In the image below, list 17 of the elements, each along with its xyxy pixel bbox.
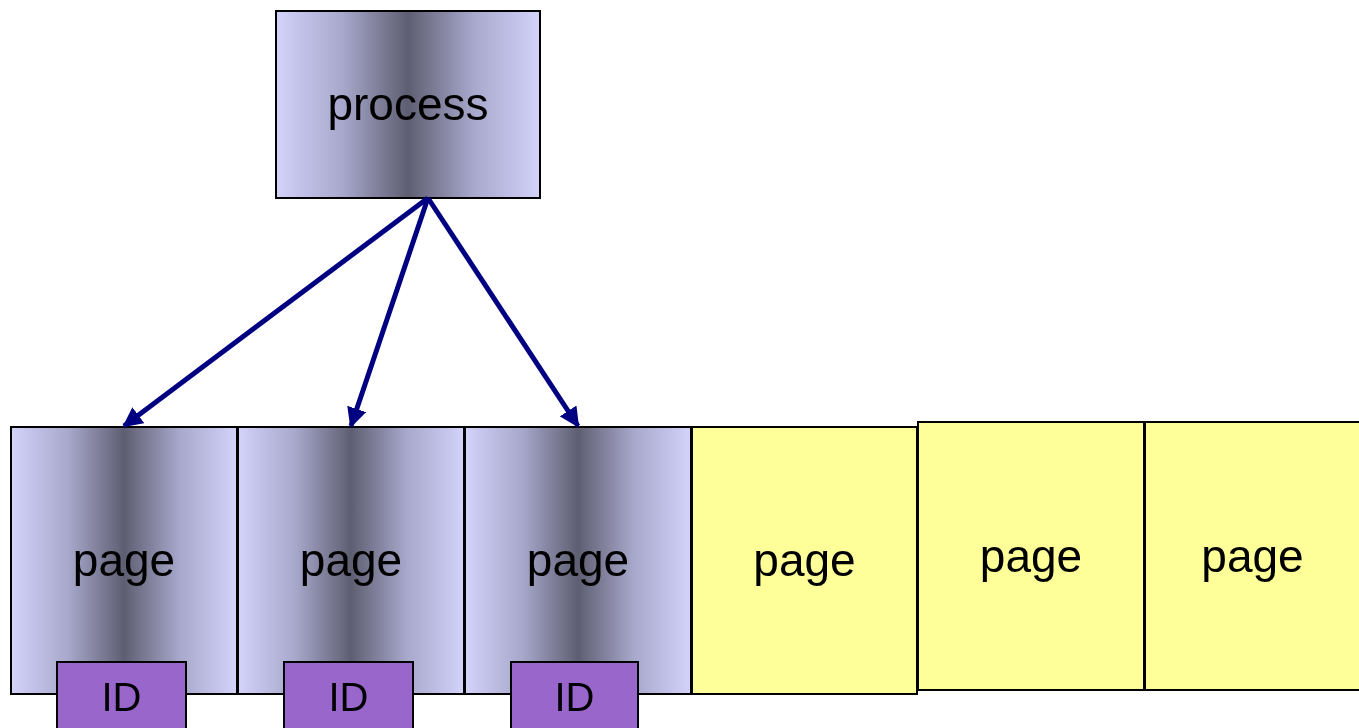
- node-label: ID: [328, 675, 369, 719]
- node-label: process: [327, 79, 489, 130]
- process-box: [275, 10, 541, 199]
- node-label: page: [526, 535, 630, 586]
- page-box: [691, 426, 918, 695]
- id-tag: [56, 661, 187, 728]
- id-tag: [283, 661, 414, 728]
- node-label: page: [1201, 530, 1304, 582]
- node-label: page: [979, 530, 1083, 582]
- page-box: [1144, 421, 1359, 691]
- id-tag: [510, 661, 639, 728]
- node-label: ID: [101, 675, 142, 719]
- page-box: [917, 421, 1145, 691]
- node-label: page: [299, 535, 403, 586]
- node-label: page: [753, 535, 856, 586]
- node-label: page: [72, 535, 176, 586]
- node-label: ID: [554, 675, 595, 719]
